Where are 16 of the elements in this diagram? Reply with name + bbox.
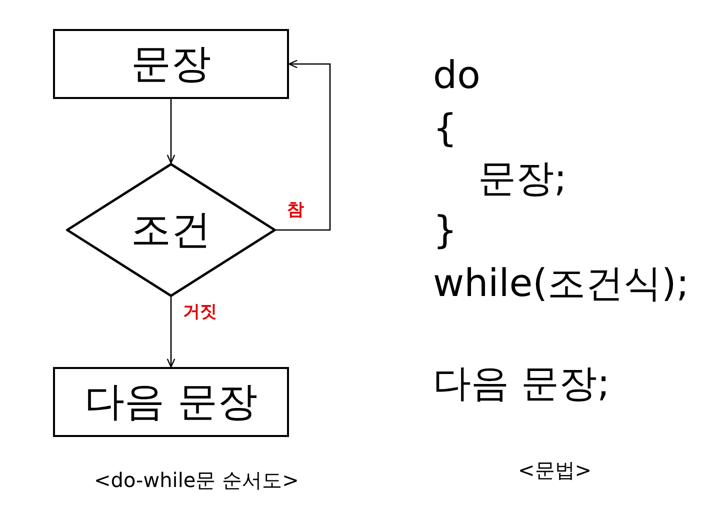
arrow	[166, 297, 176, 368]
edge-label: 거짓	[183, 304, 217, 321]
code-line: 문장;	[478, 159, 567, 197]
edge-label: 참	[287, 202, 304, 219]
caption: <do-while문 순서도>	[94, 470, 299, 490]
process-box: 문장	[53, 29, 289, 99]
arrow	[276, 60, 331, 231]
arrow	[166, 99, 176, 164]
code-line: do	[433, 56, 480, 94]
decision-diamond: 조건	[66, 163, 276, 297]
process-box: 다음 문장	[53, 367, 289, 437]
code-line: }	[433, 211, 458, 249]
code-line: while(조건식);	[433, 264, 690, 302]
code-line: 다음 문장;	[433, 364, 610, 402]
caption: <문법>	[518, 460, 592, 480]
code-line: {	[433, 109, 458, 147]
